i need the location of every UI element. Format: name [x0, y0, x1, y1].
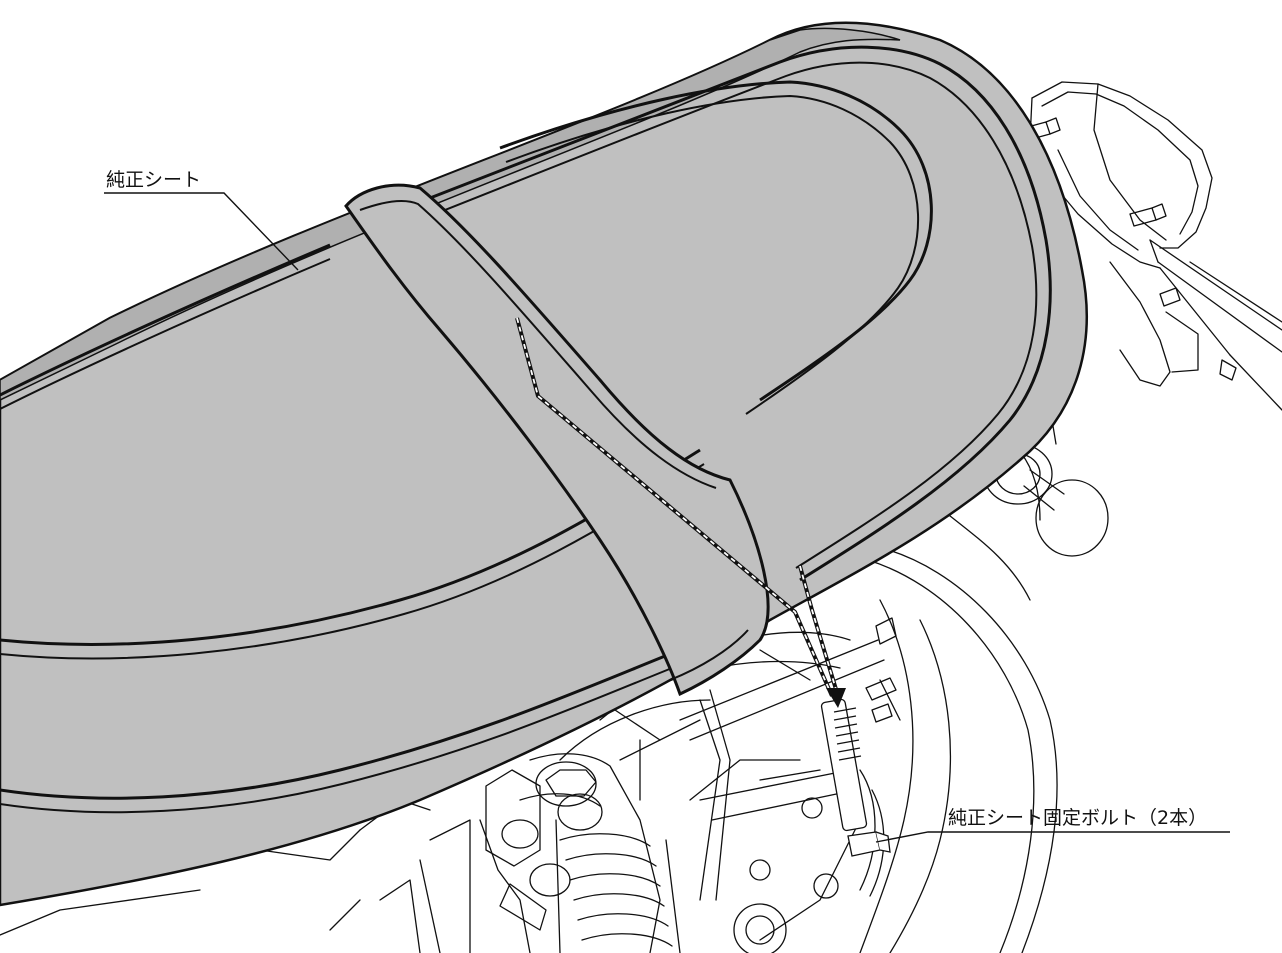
- bracket-bolt-2: [1129, 203, 1167, 227]
- seat-label: 純正シート: [106, 169, 201, 191]
- guide-arrow-head: [826, 688, 846, 708]
- bolt-callout: 純正シート固定ボルト（2本）: [875, 807, 1230, 843]
- seat-leader-line: [104, 192, 299, 271]
- bolt-leader-line: [875, 831, 1230, 843]
- seat-bolt: [820, 698, 891, 857]
- installation-guide-lines: [515, 317, 846, 708]
- bracket-bolt-3: [1159, 287, 1181, 307]
- seat-strap: [344, 183, 770, 697]
- motorcycle-line-art: [0, 81, 1282, 953]
- rear-shock: [519, 753, 681, 953]
- rear-frame-bracket: [329, 679, 901, 953]
- seat-callout: 純正シート: [104, 169, 299, 271]
- stock-seat: [0, 21, 1088, 907]
- bolt-label: 純正シート固定ボルト（2本）: [948, 807, 1207, 829]
